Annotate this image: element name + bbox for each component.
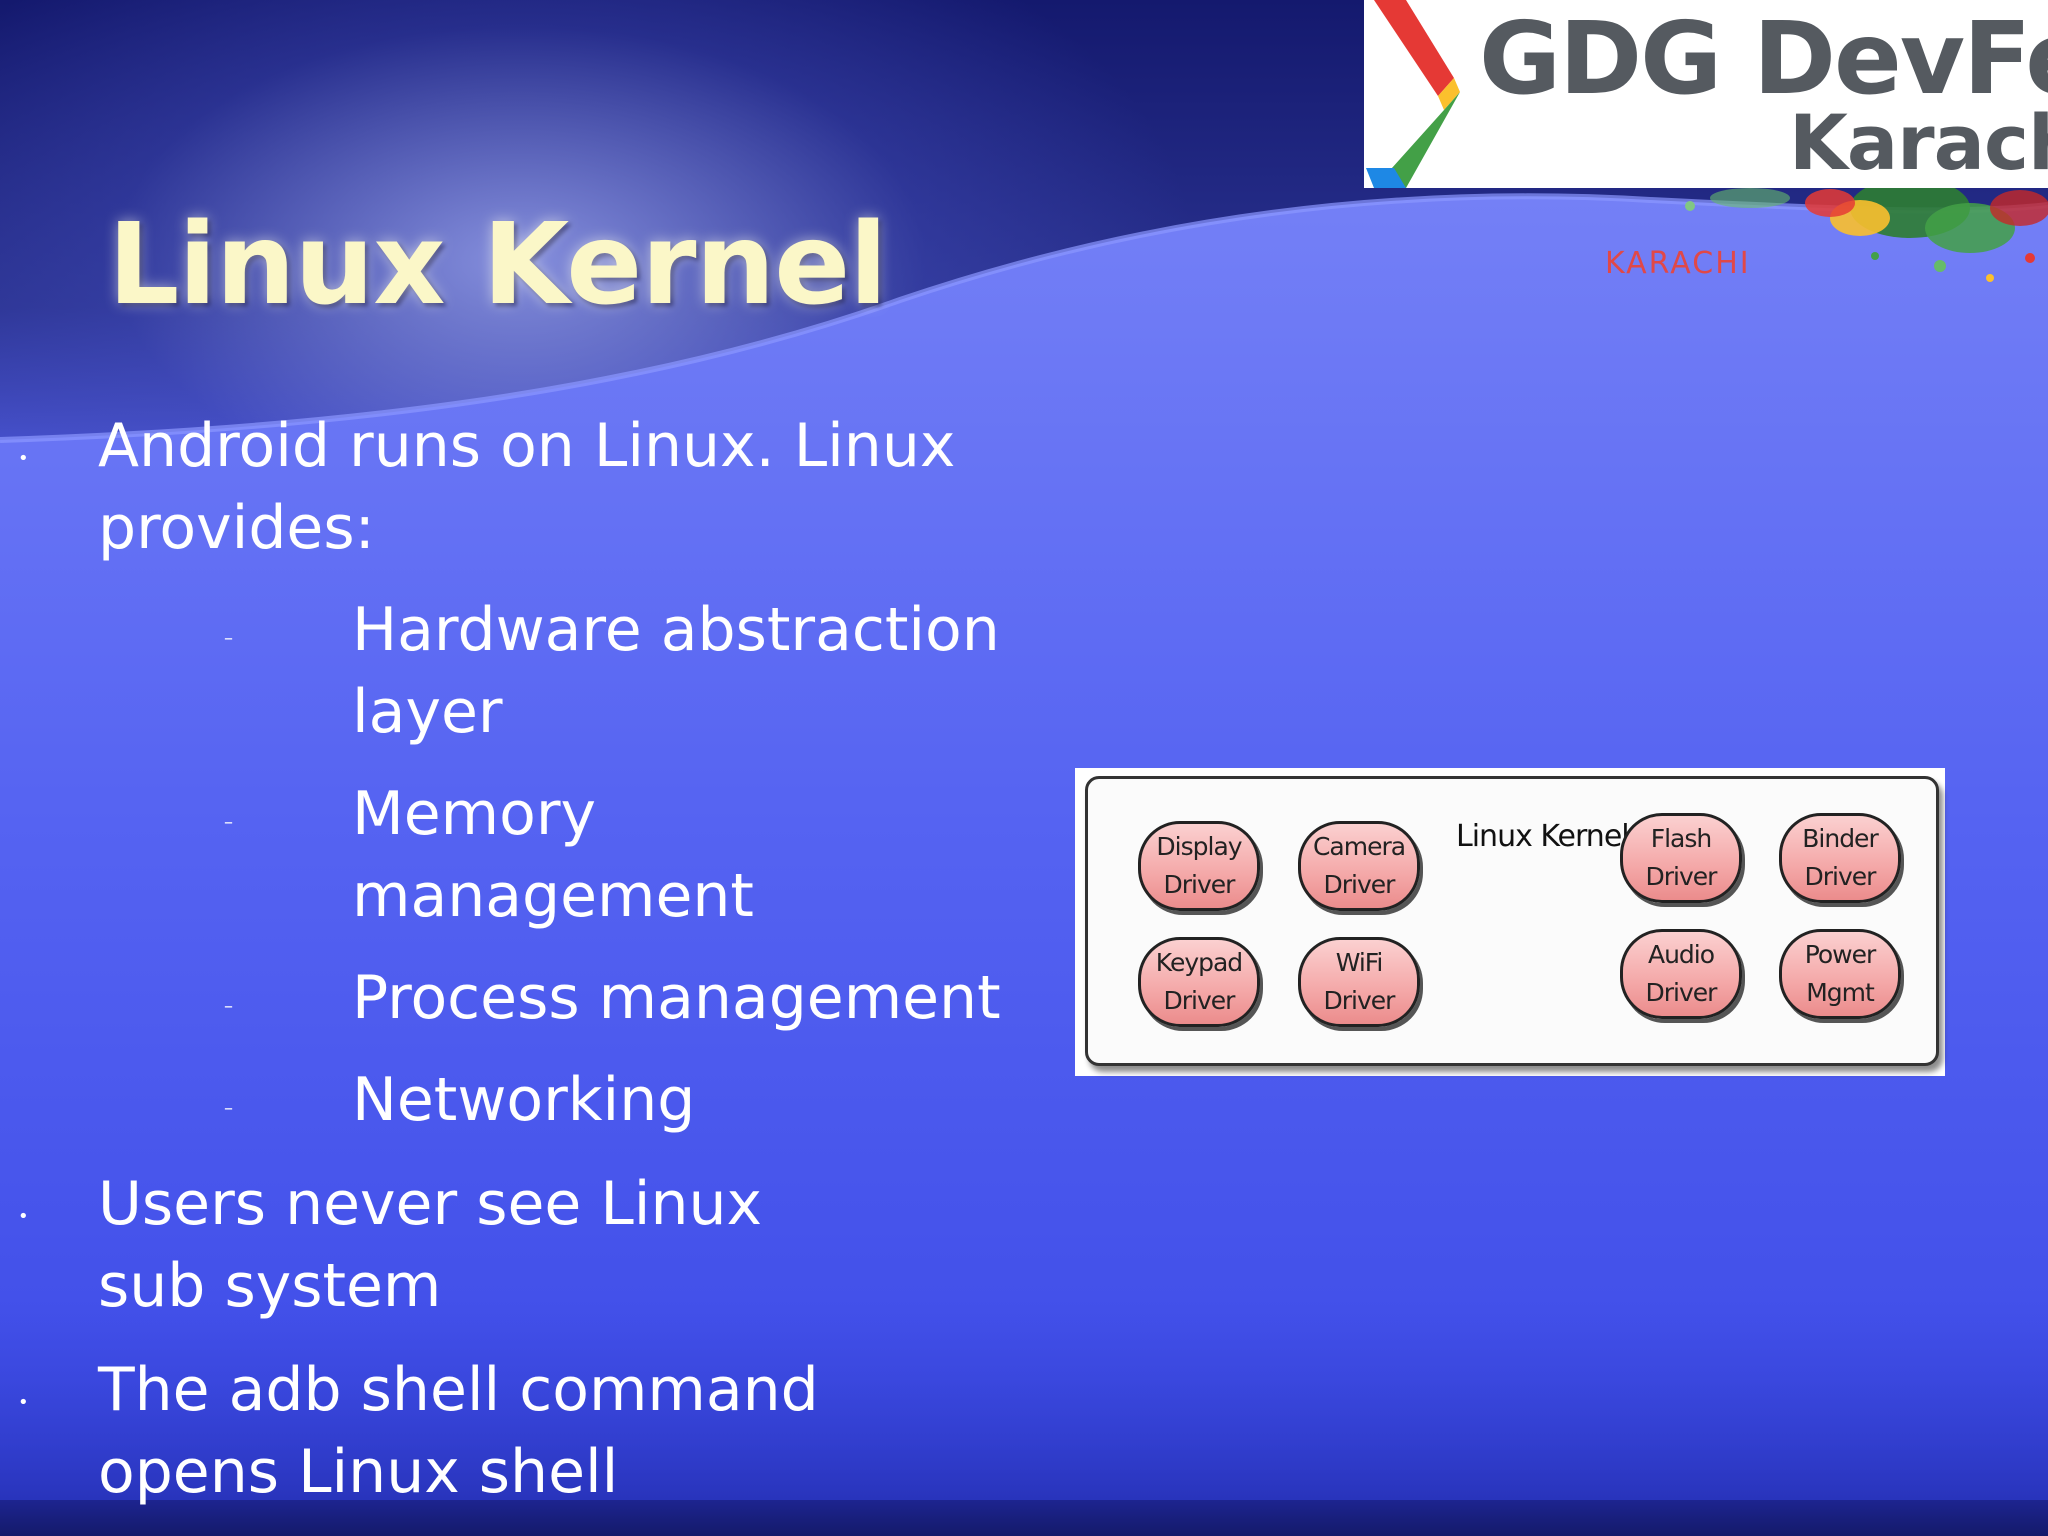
driver-box-flash: Flash Driver (1620, 813, 1742, 903)
sub-bullet-item: Networking (352, 1065, 696, 1135)
bullet-item: The adb shell command opens Linux shell (98, 1355, 819, 1507)
diagram-frame: Linux Kernel Display Driver Camera Drive… (1085, 776, 1939, 1066)
driver-box-audio: Audio Driver (1620, 929, 1742, 1019)
driver-label: Audio Driver (1645, 940, 1718, 1007)
driver-label: Binder Driver (1802, 824, 1878, 891)
gdg-devfest-logo: GDG DevFest Karachi (1364, 0, 2048, 188)
paint-splash-graphic (1685, 188, 2048, 282)
sub-bullet-item: Hardware abstraction layer (352, 595, 1000, 747)
bullet-marker: • (18, 1206, 29, 1227)
driver-box-wifi: WiFi Driver (1298, 937, 1420, 1027)
diagram-title: Linux Kernel (1456, 819, 1630, 854)
driver-box-binder: Binder Driver (1779, 813, 1901, 903)
driver-label: Display Driver (1156, 832, 1242, 899)
driver-box-camera: Camera Driver (1298, 821, 1420, 911)
gdg-chevron-icon (1366, 0, 1460, 188)
linux-kernel-diagram: Linux Kernel Display Driver Camera Drive… (1075, 768, 1945, 1076)
sub-bullet-marker: – (224, 812, 233, 833)
sub-bullet-marker: – (224, 996, 233, 1017)
driver-label: Power Mgmt (1804, 940, 1877, 1007)
driver-label: Keypad Driver (1155, 948, 1243, 1015)
sub-bullet-marker: – (224, 1098, 233, 1119)
driver-label: WiFi Driver (1323, 948, 1396, 1015)
logo-text-secondary: Karachi (1789, 98, 2048, 187)
slide-title: Linux Kernel (108, 200, 888, 330)
driver-box-display: Display Driver (1138, 821, 1260, 911)
sub-bullet-item: Process management (352, 963, 1001, 1033)
splash-caption: KARACHI (1605, 246, 1751, 281)
driver-box-power: Power Mgmt (1779, 929, 1901, 1019)
sub-bullet-item: Memory management (352, 779, 754, 931)
driver-label: Camera Driver (1312, 832, 1406, 899)
driver-box-keypad: Keypad Driver (1138, 937, 1260, 1027)
bullet-marker: • (18, 1392, 29, 1413)
bullet-marker: • (18, 448, 29, 469)
bullet-item: Users never see Linux sub system (98, 1169, 763, 1321)
sub-bullet-marker: – (224, 628, 233, 649)
footer-band (0, 1500, 2048, 1536)
logo-text-primary: GDG DevFest (1479, 0, 2048, 117)
bullet-item: Android runs on Linux. Linux provides: (98, 411, 956, 563)
driver-label: Flash Driver (1645, 824, 1718, 891)
